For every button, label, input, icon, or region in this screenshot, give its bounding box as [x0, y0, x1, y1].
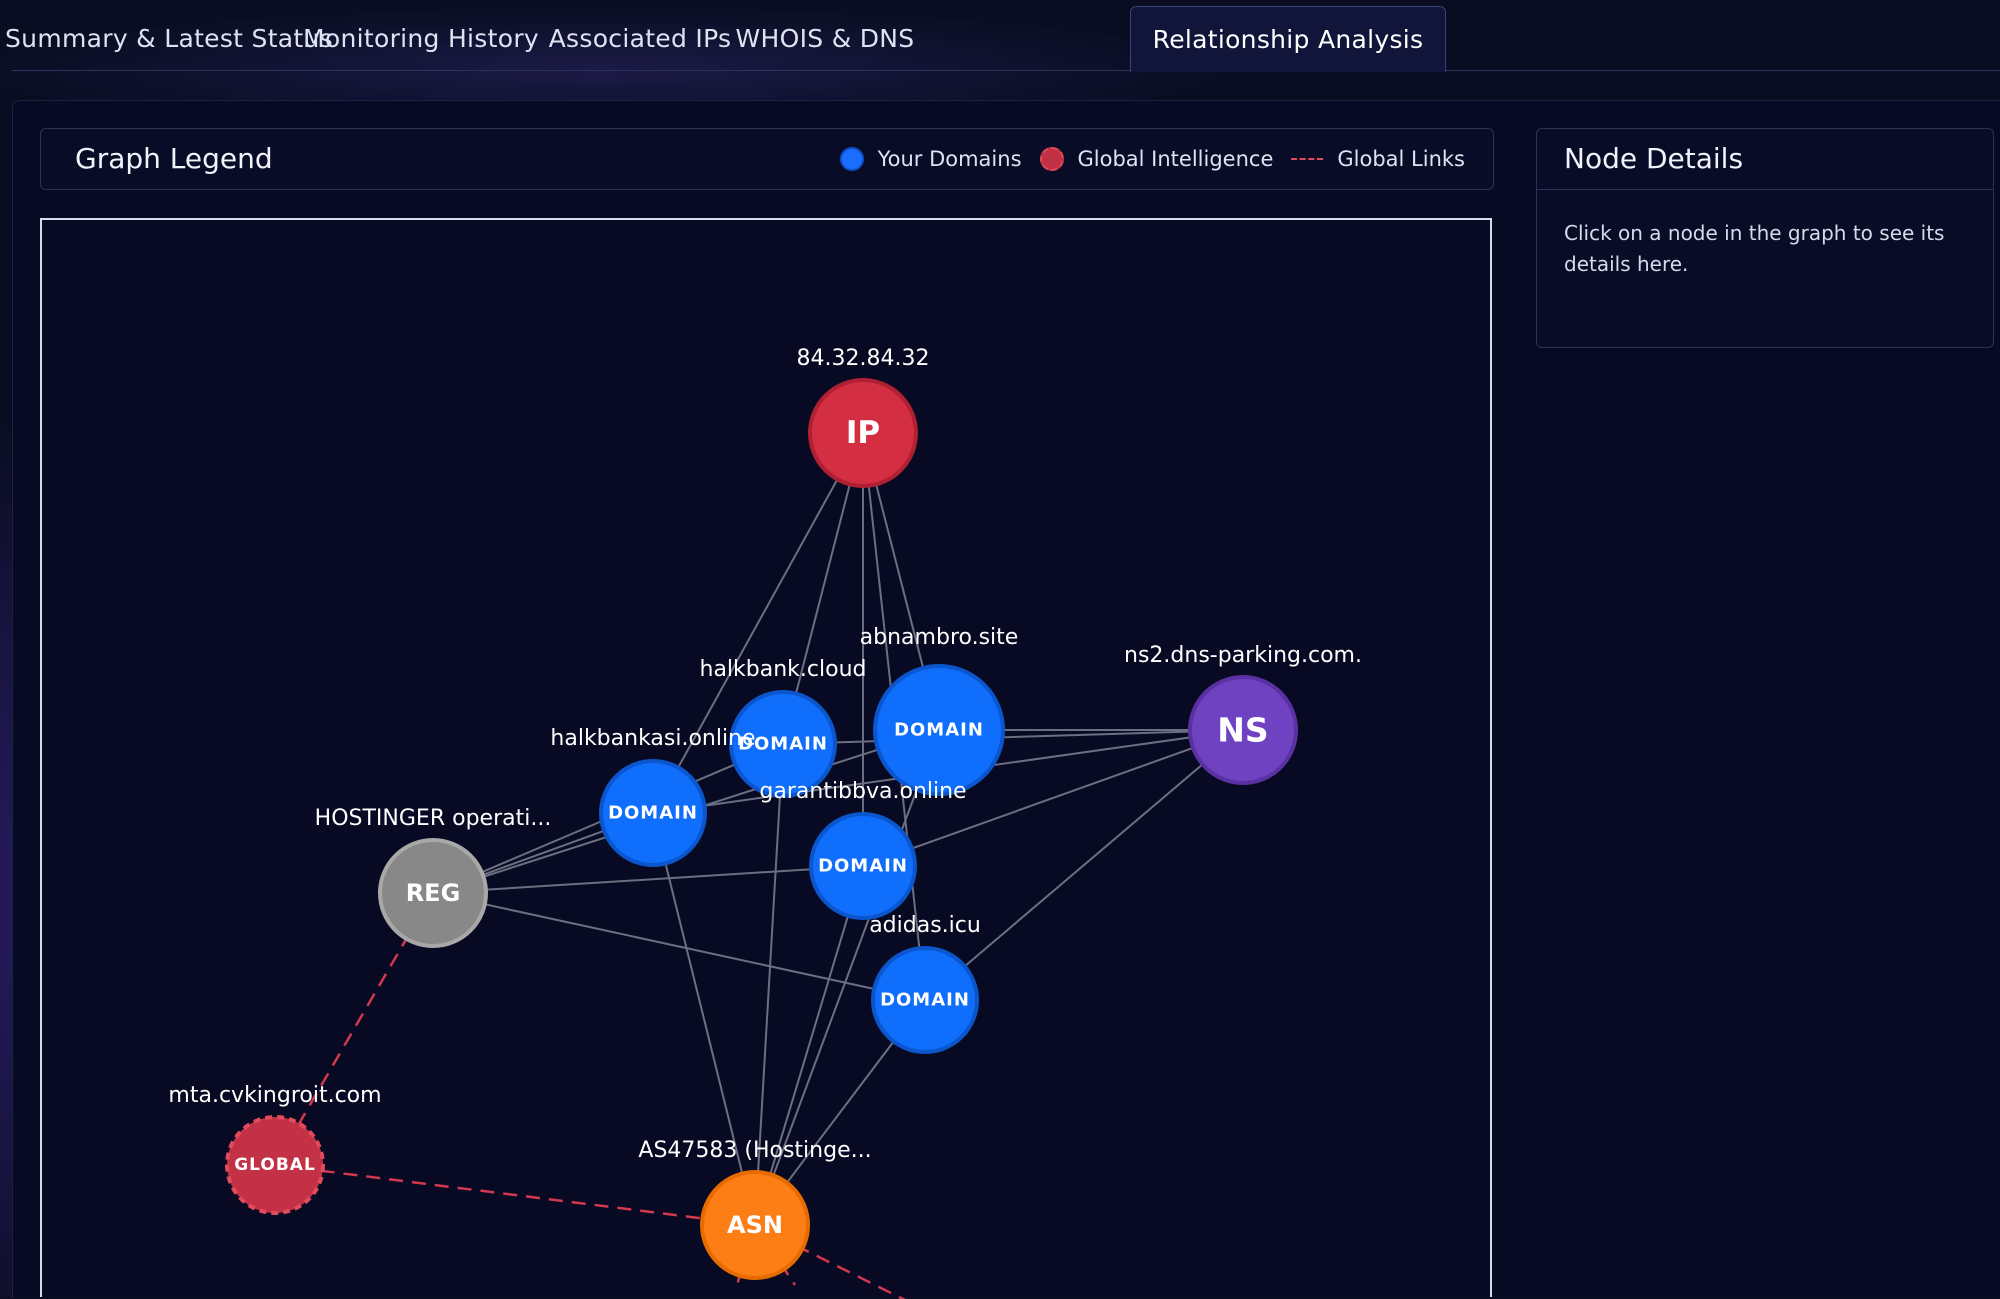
node-d_garanti[interactable]: DOMAIN garantibbva.online	[759, 779, 967, 920]
legend-item-your-domains: Your Domains	[839, 147, 1022, 171]
legend-title: Graph Legend	[75, 142, 273, 175]
node-label: HOSTINGER operati...	[315, 806, 552, 831]
node-details-title: Node Details	[1537, 129, 1993, 190]
node-d_online[interactable]: DOMAIN halkbankasi.online	[550, 726, 756, 867]
node-reg[interactable]: REG HOSTINGER operati...	[315, 806, 552, 948]
tab-associated-ips[interactable]: Associated IPs	[548, 23, 732, 53]
node-label: abnambro.site	[860, 625, 1019, 650]
edge-ns-d_garanti	[862, 729, 1244, 867]
legend-item-global-intelligence: Global Intelligence	[1039, 147, 1274, 171]
edge-reg-d_adidas	[432, 892, 926, 1001]
edge-ns-d_cloud	[782, 729, 1244, 745]
tab-relationship-analysis[interactable]: Relationship Analysis	[1130, 6, 1446, 72]
global-edge-global-asn	[274, 1163, 756, 1227]
edge-ip-d_online	[652, 432, 864, 814]
node-d_cloud[interactable]: DOMAIN halkbank.cloud	[700, 657, 867, 798]
node-ip[interactable]: IP 84.32.84.32	[797, 346, 930, 488]
dashed-line-icon	[1291, 158, 1324, 160]
edge-ns-d_adidas	[924, 729, 1244, 1001]
node-label: garantibbva.online	[759, 779, 966, 804]
node-type-text: DOMAIN	[738, 734, 828, 755]
node-details-panel: Node Details Click on a node in the grap…	[1536, 128, 1994, 348]
legend-items: Your Domains Global Intelligence Global …	[839, 129, 1465, 189]
edge-asn-d_site	[754, 729, 940, 1226]
tab-bar: Summary & Latest Status Monitoring Histo…	[5, 0, 2000, 72]
edge-reg-d_garanti	[432, 865, 864, 894]
edge-asn-d_cloud	[754, 743, 784, 1226]
domain-node-circle[interactable]	[729, 690, 837, 798]
tab-monitoring-history[interactable]: Monitoring History	[303, 23, 539, 53]
legend-item-global-links: Global Links	[1291, 147, 1465, 171]
node-label: halkbankasi.online	[550, 726, 755, 751]
red-dot-icon	[1039, 147, 1064, 171]
node-type-text: ASN	[727, 1211, 783, 1239]
domain-node-circle[interactable]	[871, 946, 979, 1054]
node-label: AS47583 (Hostinge...	[638, 1138, 871, 1163]
node-type-text: REG	[406, 879, 461, 907]
tab-whois-dns[interactable]: WHOIS & DNS	[735, 23, 915, 53]
ip-node-circle[interactable]	[808, 378, 918, 488]
node-type-text: GLOBAL	[234, 1155, 316, 1175]
node-label: adidas.icu	[869, 913, 981, 938]
blue-dot-icon	[839, 147, 864, 171]
node-type-text: DOMAIN	[608, 803, 698, 824]
node-global[interactable]: GLOBAL mta.cvkingroit.com	[168, 1083, 382, 1215]
node-d_site[interactable]: DOMAIN abnambro.site	[860, 625, 1019, 796]
legend-label: Global Links	[1337, 147, 1465, 171]
legend-label: Global Intelligence	[1077, 147, 1274, 171]
node-type-text: IP	[846, 415, 880, 451]
ns-node-circle[interactable]	[1188, 675, 1298, 785]
edge-asn-d_online	[652, 812, 756, 1226]
node-label: mta.cvkingroit.com	[168, 1083, 381, 1108]
asn-node-circle[interactable]	[700, 1170, 810, 1280]
domain-node-circle[interactable]	[873, 664, 1005, 796]
global-node-circle[interactable]	[225, 1115, 325, 1215]
node-d_adidas[interactable]: DOMAIN adidas.icu	[869, 913, 981, 1054]
node-ns[interactable]: NS ns2.dns-parking.com.	[1124, 643, 1362, 785]
reg-node-circle[interactable]	[378, 838, 488, 948]
tab-summary[interactable]: Summary & Latest Status	[5, 23, 333, 53]
node-asn[interactable]: ASN AS47583 (Hostinge...	[638, 1138, 872, 1280]
graph-legend: Graph Legend Your Domains Global Intelli…	[40, 128, 1494, 190]
node-type-text: NS	[1217, 711, 1268, 750]
node-label: ns2.dns-parking.com.	[1124, 643, 1362, 668]
domain-node-circle[interactable]	[599, 759, 707, 867]
node-label: halkbank.cloud	[700, 657, 867, 682]
node-type-text: DOMAIN	[894, 720, 984, 741]
legend-label: Your Domains	[877, 147, 1022, 171]
node-label: 84.32.84.32	[797, 346, 930, 371]
node-details-text: Click on a node in the graph to see its …	[1564, 221, 1945, 276]
node-type-text: DOMAIN	[818, 856, 908, 877]
domain-node-circle[interactable]	[809, 812, 917, 920]
edge-asn-d_garanti	[754, 865, 864, 1226]
node-type-text: DOMAIN	[880, 990, 970, 1011]
